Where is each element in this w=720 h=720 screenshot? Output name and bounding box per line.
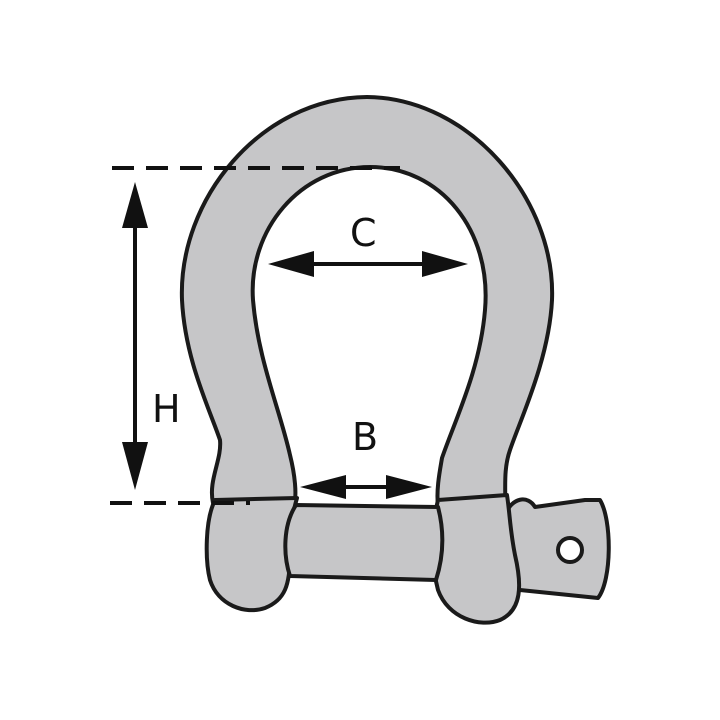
shackle-bow bbox=[179, 95, 555, 507]
dimension-b-arrow bbox=[300, 475, 432, 499]
dimension-h-label: H bbox=[152, 387, 181, 431]
dimension-b-label: B bbox=[352, 415, 378, 459]
dimension-h-arrow bbox=[122, 182, 148, 490]
left-bow-foot bbox=[204, 496, 299, 613]
shackle-pin bbox=[283, 503, 445, 582]
dimension-c-label: C bbox=[350, 211, 377, 255]
dimension-c-arrow bbox=[268, 251, 468, 277]
pin-eye-hole bbox=[556, 536, 584, 564]
right-bow-foot bbox=[430, 493, 522, 625]
